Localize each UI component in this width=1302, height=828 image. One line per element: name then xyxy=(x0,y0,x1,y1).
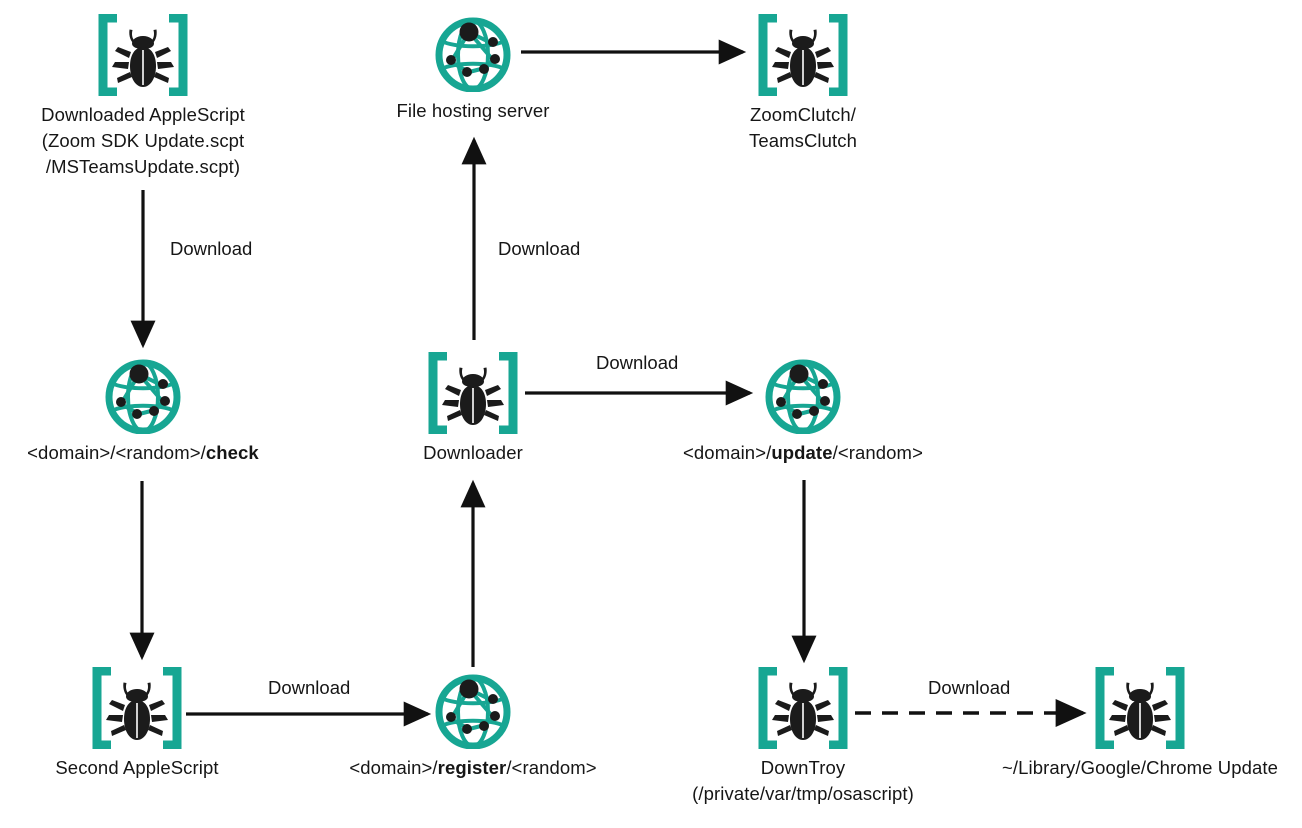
node-label-prefix: <domain>/ xyxy=(683,442,772,463)
node-file-hosting-server[interactable]: File hosting server xyxy=(323,10,623,124)
node-label: Second AppleScript xyxy=(55,757,219,778)
bug-bracket-icon xyxy=(1092,666,1188,750)
node-label: DownTroy (/private/var/tmp/osascript) xyxy=(692,757,914,804)
node-label: ZoomClutch/ TeamsClutch xyxy=(748,104,858,151)
node-label: <domain>/register/<random> xyxy=(349,755,596,781)
edge-label-second-applescript-to-register: Download xyxy=(268,677,351,698)
edge-label-downloader-to-server: Download xyxy=(498,238,581,259)
node-chrome-update[interactable]: ~/Library/Google/Chrome Update xyxy=(990,666,1290,781)
node-downloader[interactable]: Downloader xyxy=(323,351,623,466)
node-domain-register-random[interactable]: <domain>/register/<random> xyxy=(323,667,623,781)
bug-bracket-icon xyxy=(95,13,191,97)
node-label-bold: update xyxy=(771,442,833,463)
node-label: Downloaded AppleScript (Zoom SDK Update.… xyxy=(41,104,245,177)
globe-network-icon xyxy=(95,352,191,435)
node-zoomclutch-teamsclutch[interactable]: ZoomClutch/ TeamsClutch xyxy=(653,13,953,154)
node-label: ~/Library/Google/Chrome Update xyxy=(1001,757,1279,778)
node-label: File hosting server xyxy=(396,100,550,121)
globe-network-icon xyxy=(755,352,851,435)
edge-label-applescript-to-check: Download xyxy=(170,238,253,259)
bug-bracket-icon xyxy=(755,13,851,97)
edge-label-downloader-to-update: Download xyxy=(596,352,679,373)
node-domain-random-check[interactable]: <domain>/<random>/check xyxy=(0,352,293,466)
bug-bracket-icon xyxy=(89,666,185,750)
edge-label-downtroy-to-chrome-update: Download xyxy=(928,677,1011,698)
node-label: <domain>/<random>/check xyxy=(27,440,259,466)
node-downloaded-applescript[interactable]: Downloaded AppleScript (Zoom SDK Update.… xyxy=(0,13,293,180)
node-domain-update-random[interactable]: <domain>/update/<random> xyxy=(653,352,953,466)
node-label-suffix: /<random> xyxy=(506,757,597,778)
node-label-bold: register xyxy=(437,757,507,778)
node-label-prefix: <domain>/ xyxy=(349,757,438,778)
node-label: <domain>/update/<random> xyxy=(683,440,923,466)
node-second-applescript[interactable]: Second AppleScript xyxy=(0,666,287,781)
node-downtroy[interactable]: DownTroy (/private/var/tmp/osascript) xyxy=(653,666,953,807)
node-label-plain: <domain>/<random>/ xyxy=(27,442,206,463)
globe-network-icon xyxy=(425,10,521,93)
node-label: Downloader xyxy=(423,442,523,463)
bug-bracket-icon xyxy=(755,666,851,750)
globe-network-icon xyxy=(425,667,521,750)
node-label-bold: check xyxy=(205,442,259,463)
bug-bracket-icon xyxy=(425,351,521,435)
node-label-suffix: /<random> xyxy=(832,442,923,463)
